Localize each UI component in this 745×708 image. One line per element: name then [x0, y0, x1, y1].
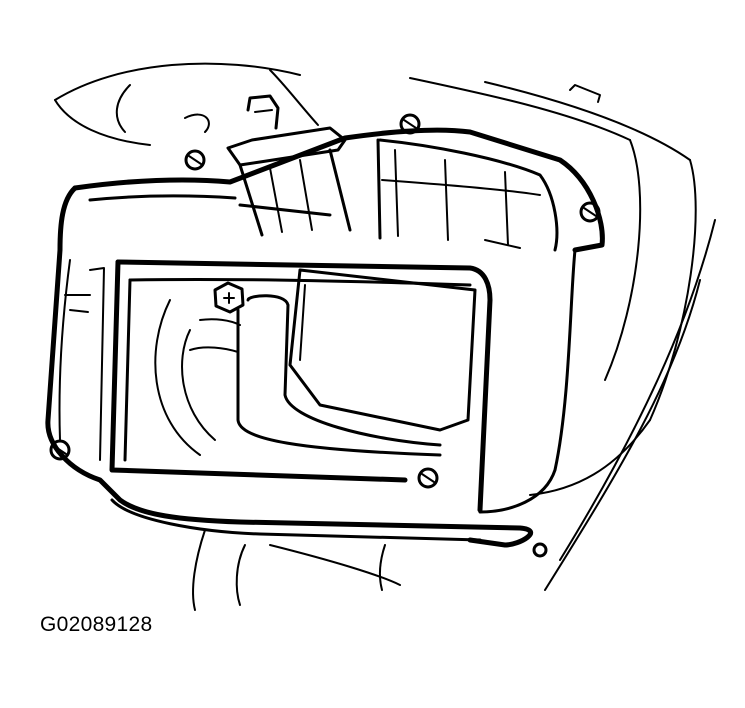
inner-frame [64, 259, 493, 513]
screw-head-icon [417, 467, 439, 489]
screw-head-icon [399, 113, 421, 135]
screw-head-icon [579, 201, 601, 223]
screw-head-icon [184, 149, 206, 171]
screw-head-icon [532, 542, 548, 558]
heater-core-element [154, 268, 477, 457]
filter-cover-grille [226, 94, 559, 252]
background-body-panels [54, 62, 716, 591]
lower-duct [192, 529, 401, 611]
hex-bolt-icon [213, 281, 245, 314]
housing-outer-flange [45, 127, 605, 548]
figure-id-label: G02089128 [40, 613, 153, 636]
screw-head-icon [49, 439, 71, 461]
